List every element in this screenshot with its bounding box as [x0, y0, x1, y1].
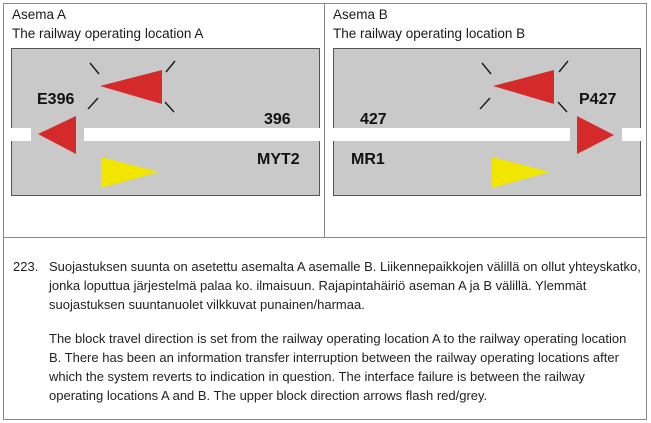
track-id-a: MYT2 — [257, 151, 300, 168]
station-b-heading: Asema B — [333, 7, 388, 22]
track-id-b: MR1 — [351, 151, 385, 168]
flash-lines-b-icon — [479, 60, 569, 113]
block-direction-arrow-upper-b-icon — [493, 70, 554, 104]
item-number: 223. — [13, 259, 39, 274]
figure-frame — [3, 3, 647, 420]
station-a-diagram: E396 396 MYT2 — [11, 60, 320, 188]
track-number-b: 427 — [360, 111, 387, 128]
track-a-stub — [11, 128, 31, 141]
track-a-section — [84, 128, 320, 141]
station-a-panel — [11, 48, 320, 196]
row-divider — [3, 237, 647, 238]
signal-e396-arrow-icon — [38, 116, 76, 154]
track-number-a: 396 — [264, 111, 291, 128]
track-diagram: E396 396 MYT2 P427 427 MR1 — [11, 60, 641, 188]
description-finnish: Suojastuksen suunta on asetettu asemalta… — [49, 259, 641, 312]
signal-label-b: P427 — [579, 91, 616, 108]
station-b-panel — [333, 48, 641, 196]
signal-p427-arrow-icon — [577, 116, 614, 154]
station-b-subheading: The railway operating location B — [333, 26, 526, 41]
flash-lines-a-icon — [87, 60, 176, 113]
station-a-subheading: The railway operating location A — [12, 26, 204, 41]
track-b-section — [333, 128, 570, 141]
block-direction-arrow-lower-a-icon — [101, 157, 159, 188]
signal-label-a: E396 — [37, 91, 74, 108]
station-b-header: Asema B The railway operating location B — [333, 5, 525, 43]
station-a-heading: Asema A — [12, 7, 67, 22]
station-b-diagram: P427 427 MR1 — [333, 60, 641, 188]
column-divider — [324, 3, 325, 237]
description-english: The block travel direction is set from t… — [49, 331, 627, 403]
station-a-header: Asema A The railway operating location A — [12, 5, 203, 43]
block-direction-arrow-lower-b-icon — [492, 157, 550, 188]
block-direction-arrow-upper-a-icon — [100, 70, 162, 104]
track-b-stub — [622, 128, 641, 141]
